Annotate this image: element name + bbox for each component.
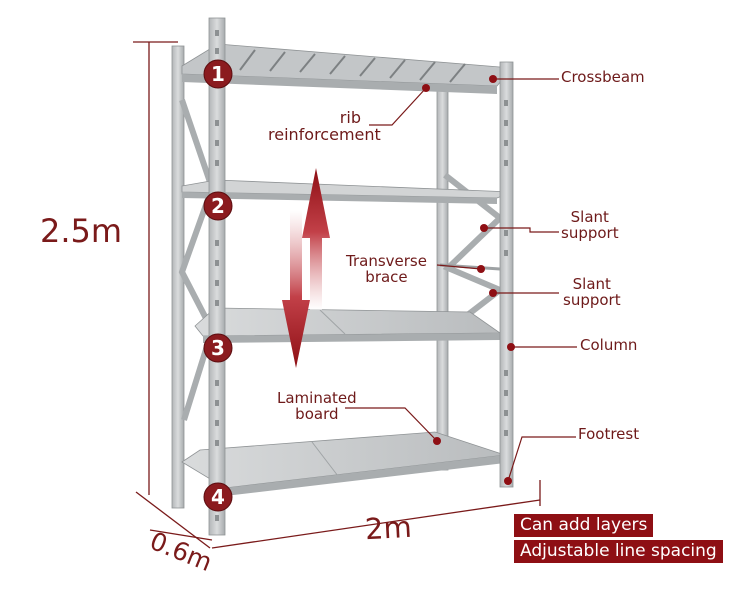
shelf-level-1 [181,43,513,94]
slant-support-label-1: Slant support [561,208,619,242]
svg-text:3: 3 [211,336,225,360]
svg-text:2: 2 [211,194,225,218]
up-arrow [302,168,330,310]
can-add-layers-tag: Can add layers [514,514,654,537]
slant-support-label-2: Slant support [563,275,621,309]
transverse-brace-line1: Transverse [346,252,427,270]
svg-text:4: 4 [211,485,225,509]
rib-label-line1: rib [339,108,361,127]
rib-label-line2: reinforcement [268,124,381,144]
callout-lines [345,78,577,482]
slant-support-1-line2: support [561,223,619,242]
height-label: 2.5m [40,212,123,250]
front-right-column [499,61,514,488]
laminated-board-label: Laminated board [277,389,357,423]
transverse-brace-label: Transverse brace [346,252,427,286]
adjustable-line-spacing-tag: Adjustable line spacing [514,540,723,563]
slant-support-1-line1: Slant [570,208,609,226]
rib-reinforcement-label: rib reinforcement [268,108,381,144]
transverse-brace-line2: brace [365,267,408,286]
shelf-level-4 [181,431,506,496]
down-arrow [282,210,310,368]
front-left-column [208,17,226,536]
crossbeam-label: Crossbeam [561,68,645,86]
callout-dots [422,75,515,485]
base-dimension-lines [135,480,541,549]
slant-support-2-line2: support [563,290,621,309]
shelf-level-3 [194,307,502,343]
width-label: 2m [364,509,413,547]
slant-support-2-line1: Slant [572,275,611,293]
front-right-column-slots [504,100,508,436]
front-left-column-slots [215,30,219,521]
shelf-level-2 [181,179,513,204]
column-label: Column [580,336,638,354]
svg-text:1: 1 [211,62,225,86]
left-side-bracing [178,99,216,421]
height-dimension [133,41,178,495]
level-badge-1: 1 [203,59,233,89]
footrest-label: Footrest [578,425,640,443]
level-badge-3: 3 [203,333,233,363]
level-badge-4: 4 [203,482,233,512]
level-badge-2: 2 [203,191,233,221]
laminated-board-line2: board [295,404,339,423]
laminated-board-line1: Laminated [277,389,357,407]
